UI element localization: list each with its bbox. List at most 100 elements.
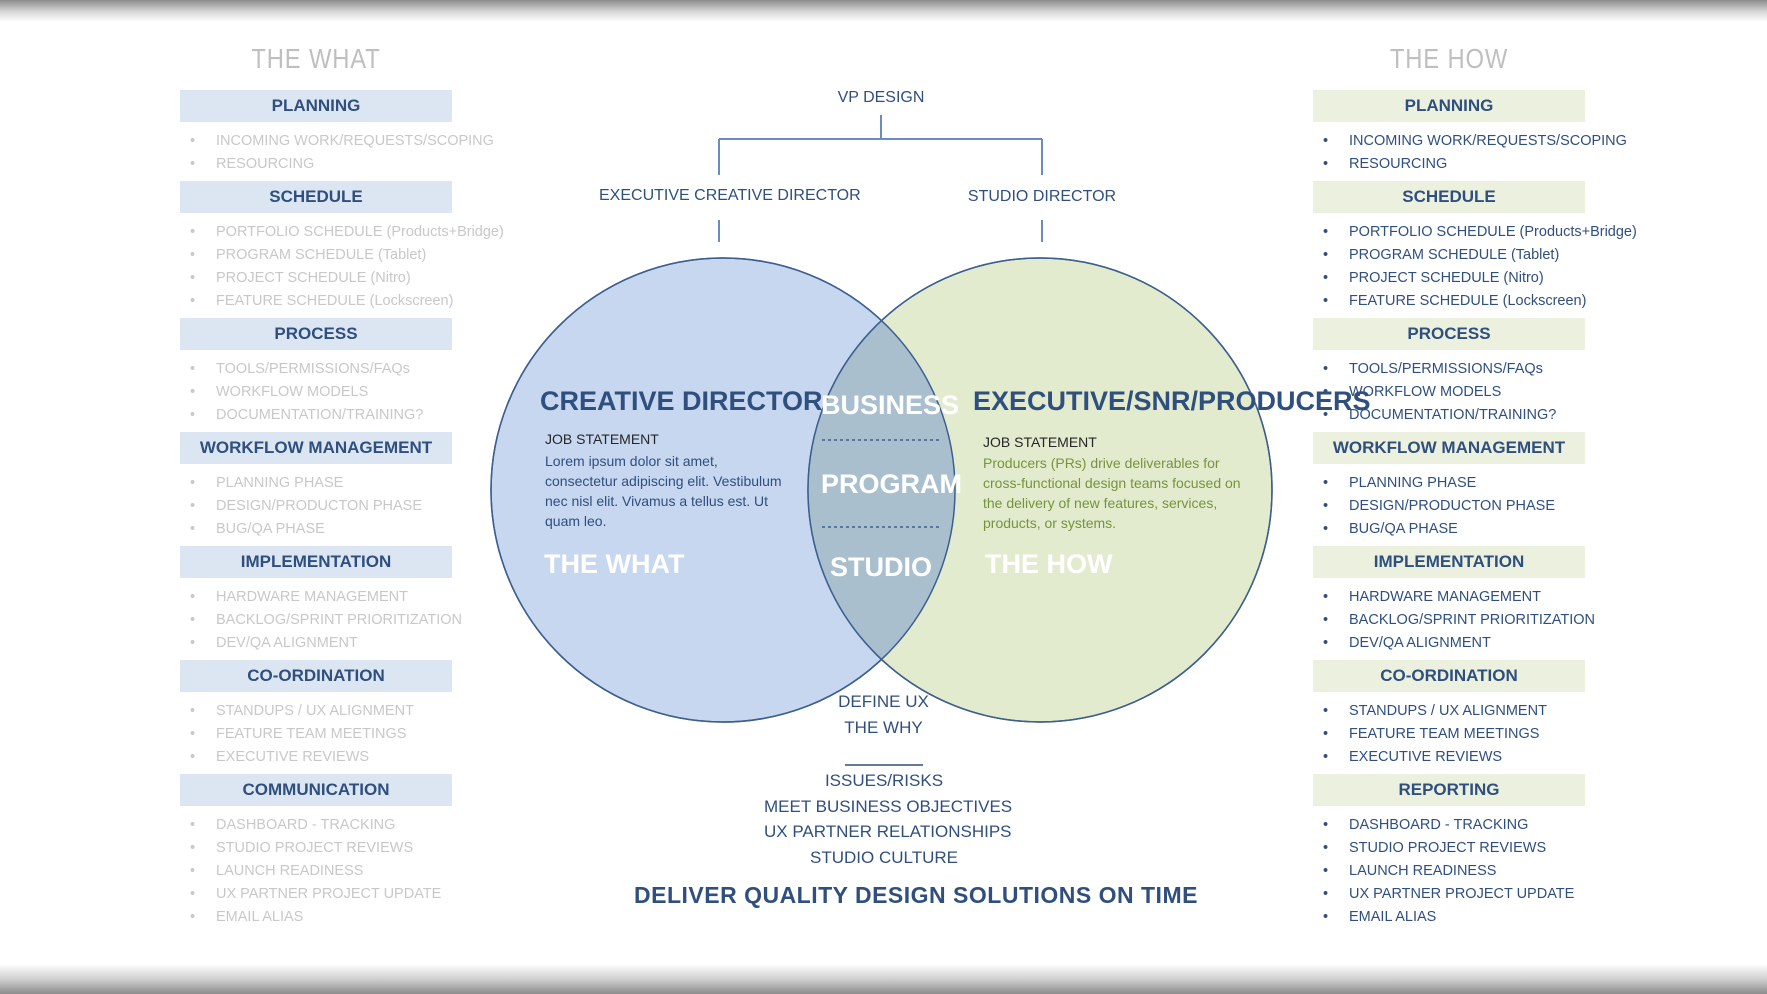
section-list: HARDWARE MANAGEMENTBACKLOG/SPRINT PRIORI… bbox=[180, 578, 462, 660]
the-what-label: THE WHAT bbox=[544, 549, 685, 579]
right-job-statement-title: JOB STATEMENT bbox=[983, 434, 1097, 450]
column-title: THE HOW bbox=[1389, 43, 1509, 74]
list-item: BACKLOG/SPRINT PRIORITIZATION bbox=[190, 609, 462, 632]
list-item: DOCUMENTATION/TRAINING? bbox=[1323, 404, 1585, 427]
list-item: PORTFOLIO SCHEDULE (Products+Bridge) bbox=[1323, 221, 1637, 244]
overlap-business-label: BUSINESS bbox=[821, 390, 960, 420]
section-heading: PLANNING bbox=[180, 90, 452, 122]
producers-outline bbox=[807, 257, 1273, 723]
producers-heading: EXECUTIVE/SNR/PRODUCERS bbox=[973, 386, 1371, 416]
overlap-program-label: PROGRAM bbox=[821, 469, 962, 499]
list-item: DESIGN/PRODUCTON PHASE bbox=[1323, 495, 1585, 518]
section-list: TOOLS/PERMISSIONS/FAQsWORKFLOW MODELSDOC… bbox=[180, 350, 452, 432]
list-item: TOOLS/PERMISSIONS/FAQs bbox=[1323, 358, 1585, 381]
section-heading: IMPLEMENTATION bbox=[1313, 546, 1585, 578]
section-list: INCOMING WORK/REQUESTS/SCOPINGRESOURCING bbox=[1313, 122, 1627, 181]
list-item: LAUNCH READINESS bbox=[1323, 860, 1585, 883]
section-list: PLANNING PHASEDESIGN/PRODUCTON PHASEBUG/… bbox=[180, 464, 452, 546]
deliver-statement: DELIVER QUALITY DESIGN SOLUTIONS ON TIME bbox=[634, 882, 1198, 908]
the-how-column: THE HOW PLANNINGINCOMING WORK/REQUESTS/S… bbox=[1313, 40, 1637, 934]
list-item: BUG/QA PHASE bbox=[190, 518, 452, 541]
left-job-statement-title: JOB STATEMENT bbox=[545, 431, 659, 447]
list-item: WORKFLOW MODELS bbox=[1323, 381, 1585, 404]
creative-director-outline bbox=[490, 257, 956, 723]
define-ux-label: DEFINE UX bbox=[838, 692, 929, 711]
section-heading: CO-ORDINATION bbox=[1313, 660, 1585, 692]
section-heading: IMPLEMENTATION bbox=[180, 546, 452, 578]
list-item: PLANNING PHASE bbox=[1323, 472, 1585, 495]
list-item: INCOMING WORK/REQUESTS/SCOPING bbox=[1323, 130, 1627, 153]
section-heading: PROCESS bbox=[180, 318, 452, 350]
list-item: INCOMING WORK/REQUESTS/SCOPING bbox=[190, 130, 494, 153]
list-item: FEATURE SCHEDULE (Lockscreen) bbox=[1323, 290, 1586, 313]
list-item: FEATURE TEAM MEETINGS bbox=[190, 723, 452, 746]
section-heading: REPORTING bbox=[1313, 774, 1585, 806]
section-list: INCOMING WORK/REQUESTS/SCOPINGRESOURCING bbox=[180, 122, 494, 181]
section-list: PLANNING PHASEDESIGN/PRODUCTON PHASEBUG/… bbox=[1313, 464, 1585, 546]
list-item: EMAIL ALIAS bbox=[1323, 906, 1585, 929]
the-what-column: THE WHAT PLANNINGINCOMING WORK/REQUESTS/… bbox=[180, 40, 504, 934]
section-list: PORTFOLIO SCHEDULE (Products+Bridge)PROG… bbox=[1313, 213, 1637, 318]
section-heading: SCHEDULE bbox=[180, 181, 452, 213]
list-item: EXECUTIVE REVIEWS bbox=[1323, 746, 1585, 769]
section-list: STANDUPS / UX ALIGNMENTFEATURE TEAM MEET… bbox=[1313, 692, 1585, 774]
section-heading: WORKFLOW MANAGEMENT bbox=[180, 432, 452, 464]
bottom-item-issues: ISSUES/RISKS bbox=[824, 771, 944, 790]
list-item: PLANNING PHASE bbox=[190, 472, 452, 495]
list-item: HARDWARE MANAGEMENT bbox=[190, 586, 452, 609]
list-item: BUG/QA PHASE bbox=[1323, 518, 1585, 541]
executive-creative-director-label: EXECUTIVE CREATIVE DIRECTOR bbox=[599, 187, 861, 204]
the-how-label: THE HOW bbox=[985, 549, 1113, 579]
section-heading: COMMUNICATION bbox=[180, 774, 452, 806]
list-item: DEV/QA ALIGNMENT bbox=[190, 632, 452, 655]
list-item: DASHBOARD - TRACKING bbox=[190, 814, 452, 837]
list-item: DASHBOARD - TRACKING bbox=[1323, 814, 1585, 837]
bottom-item-business-objectives: MEET BUSINESS OBJECTIVES bbox=[764, 797, 1013, 816]
section-list: PORTFOLIO SCHEDULE (Products+Bridge)PROG… bbox=[180, 213, 504, 318]
list-item: STANDUPS / UX ALIGNMENT bbox=[1323, 700, 1585, 723]
list-item: STUDIO PROJECT REVIEWS bbox=[190, 837, 452, 860]
section-heading: SCHEDULE bbox=[1313, 181, 1585, 213]
list-item: PROGRAM SCHEDULE (Tablet) bbox=[190, 244, 452, 267]
list-item: RESOURCING bbox=[1323, 153, 1585, 176]
section-list: TOOLS/PERMISSIONS/FAQsWORKFLOW MODELSDOC… bbox=[1313, 350, 1585, 432]
list-item: STUDIO PROJECT REVIEWS bbox=[1323, 837, 1585, 860]
list-item: FEATURE TEAM MEETINGS bbox=[1323, 723, 1585, 746]
list-item: RESOURCING bbox=[190, 153, 452, 176]
list-item: UX PARTNER PROJECT UPDATE bbox=[190, 883, 452, 906]
list-item: DEV/QA ALIGNMENT bbox=[1323, 632, 1585, 655]
top-edge-shadow bbox=[0, 0, 1767, 22]
list-item: LAUNCH READINESS bbox=[190, 860, 452, 883]
column-title: THE WHAT bbox=[251, 43, 381, 74]
left-job-statement-text: Lorem ipsum dolor sit amet, consectetur … bbox=[545, 453, 782, 529]
section-heading: WORKFLOW MANAGEMENT bbox=[1313, 432, 1585, 464]
list-item: STANDUPS / UX ALIGNMENT bbox=[190, 700, 452, 723]
list-item: PROJECT SCHEDULE (Nitro) bbox=[1323, 267, 1585, 290]
the-why-label: THE WHY bbox=[844, 718, 923, 737]
list-item: PROGRAM SCHEDULE (Tablet) bbox=[1323, 244, 1585, 267]
section-list: DASHBOARD - TRACKINGSTUDIO PROJECT REVIE… bbox=[180, 806, 452, 934]
section-list: STANDUPS / UX ALIGNMENTFEATURE TEAM MEET… bbox=[180, 692, 452, 774]
list-item: UX PARTNER PROJECT UPDATE bbox=[1323, 883, 1585, 906]
overlap-studio-label: STUDIO bbox=[829, 552, 932, 582]
list-item: EXECUTIVE REVIEWS bbox=[190, 746, 452, 769]
list-item: FEATURE SCHEDULE (Lockscreen) bbox=[190, 290, 453, 313]
vp-design-label: VP DESIGN bbox=[837, 89, 925, 106]
section-heading: CO-ORDINATION bbox=[180, 660, 452, 692]
list-item: EMAIL ALIAS bbox=[190, 906, 452, 929]
list-item: TOOLS/PERMISSIONS/FAQs bbox=[190, 358, 452, 381]
bottom-item-studio-culture: STUDIO CULTURE bbox=[810, 848, 958, 867]
list-item: WORKFLOW MODELS bbox=[190, 381, 452, 404]
list-item: DOCUMENTATION/TRAINING? bbox=[190, 404, 452, 427]
section-list: HARDWARE MANAGEMENTBACKLOG/SPRINT PRIORI… bbox=[1313, 578, 1595, 660]
studio-director-label: STUDIO DIRECTOR bbox=[967, 188, 1117, 205]
list-item: HARDWARE MANAGEMENT bbox=[1323, 586, 1585, 609]
bottom-item-ux-partner: UX PARTNER RELATIONSHIPS bbox=[764, 822, 1012, 841]
section-heading: PLANNING bbox=[1313, 90, 1585, 122]
list-item: DESIGN/PRODUCTON PHASE bbox=[190, 495, 452, 518]
bottom-edge-shadow bbox=[0, 964, 1767, 994]
list-item: BACKLOG/SPRINT PRIORITIZATION bbox=[1323, 609, 1595, 632]
section-list: DASHBOARD - TRACKINGSTUDIO PROJECT REVIE… bbox=[1313, 806, 1585, 934]
right-job-statement-text: Producers (PRs) drive deliverables for c… bbox=[983, 455, 1241, 531]
